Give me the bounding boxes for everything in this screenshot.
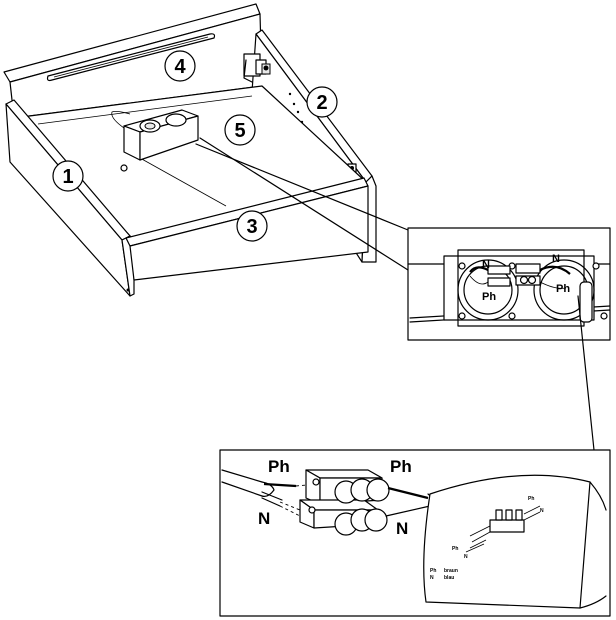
callout-2: 2 xyxy=(306,86,338,118)
callout-1: 1 xyxy=(52,160,84,192)
sheet-label-n-small: N xyxy=(464,554,468,560)
callout-4: 4 xyxy=(164,50,196,82)
detail-top-label-n-left: N xyxy=(482,259,490,271)
sheet-legend-n-word: blau xyxy=(444,575,454,581)
detail-box-bottom: Ph N Ph N Ph braun N blau Ph Ph N N xyxy=(219,449,611,617)
floor-seam xyxy=(139,157,227,207)
callout-4-label: 4 xyxy=(174,56,186,78)
detail-top-label-n-right: N xyxy=(552,253,560,265)
detail-box-top: N N Ph Ph xyxy=(407,227,611,341)
callout-5: 5 xyxy=(224,114,256,146)
socket-right xyxy=(165,113,187,127)
detail-bottom-label-n-right: N xyxy=(396,519,408,538)
sheet-legend-ph: Ph xyxy=(430,568,436,574)
floor-back-edge xyxy=(37,95,253,125)
detail-bottom-label-n-left: N xyxy=(258,509,270,528)
detail-switch xyxy=(579,281,593,323)
drawer-frame xyxy=(3,3,377,297)
callout-3-label: 3 xyxy=(246,216,257,238)
detail-top-label-ph-left: Ph xyxy=(482,291,496,303)
detail-bottom-label-ph-right: Ph xyxy=(390,457,412,476)
detail-top-label-ph-right: Ph xyxy=(556,283,570,295)
terminal-block xyxy=(299,469,390,536)
callout-1-label: 1 xyxy=(62,166,73,188)
instruction-sheet: Ph N Ph N Ph braun N blau xyxy=(423,474,607,609)
floor-hole xyxy=(120,164,128,172)
hinge-bracket xyxy=(243,53,271,83)
sheet-legend-ph-word: braun xyxy=(444,568,458,574)
callout-2-label: 2 xyxy=(316,92,327,114)
sheet-label-ph-top: Ph xyxy=(528,496,534,502)
zoom-leader-bottom xyxy=(577,295,595,451)
callout-5-label: 5 xyxy=(234,120,245,142)
detail-socket-right-ring xyxy=(533,259,595,321)
sheet-legend-n: N xyxy=(430,575,434,581)
zoom-leader-top xyxy=(195,137,409,271)
detail-socket-left-ring xyxy=(457,259,519,321)
sheet-label-ph-small: Ph xyxy=(452,546,458,552)
wire-ph-left xyxy=(263,482,297,488)
detail-bottom-label-ph-left: Ph xyxy=(268,457,290,476)
socket-cable xyxy=(111,110,131,129)
socket-box-5 xyxy=(111,109,199,172)
callout-3: 3 xyxy=(236,210,268,242)
sheet-label-n-right: N xyxy=(540,508,544,514)
wire-ph-right xyxy=(387,486,429,500)
